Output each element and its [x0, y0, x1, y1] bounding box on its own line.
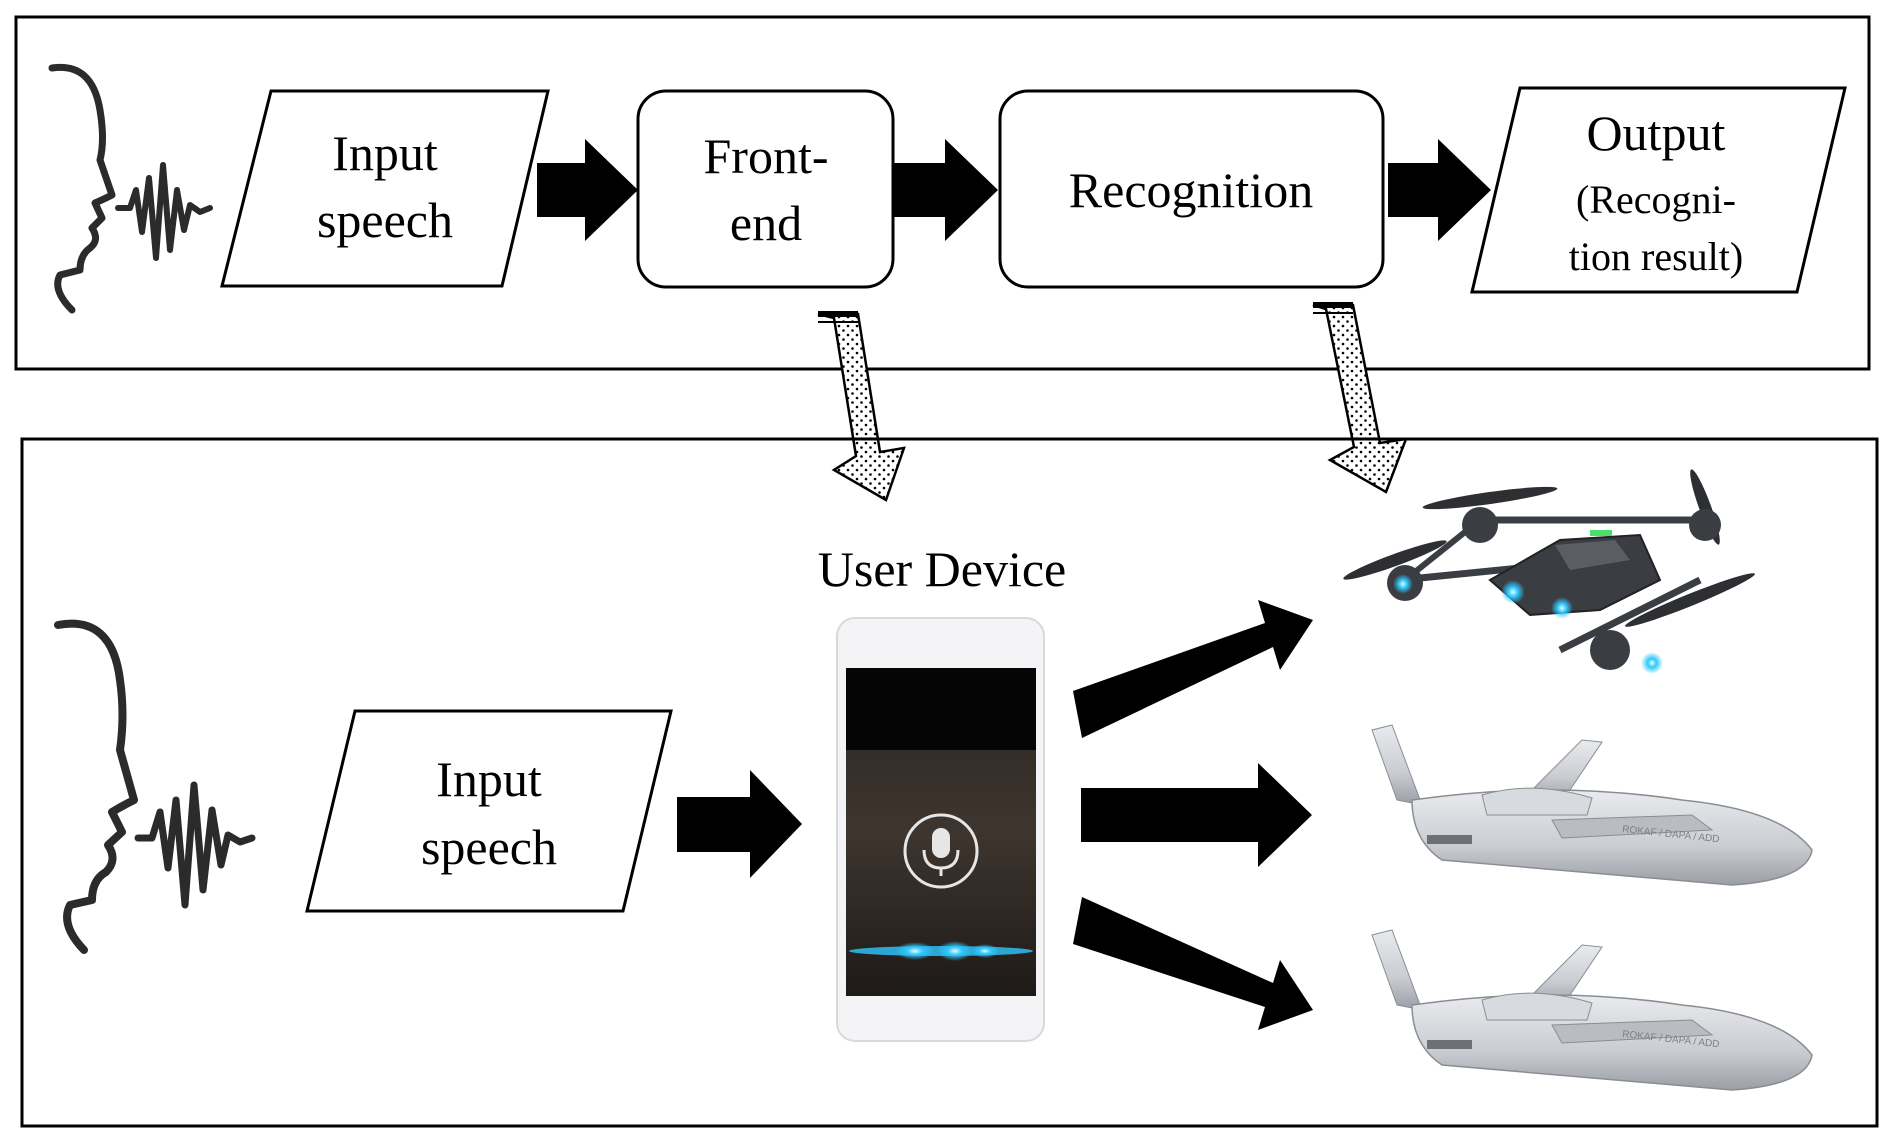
recognition-label: Recognition [1069, 162, 1313, 218]
output-sublabel-line2: tion result) [1569, 234, 1743, 279]
smartphone-icon [836, 617, 1045, 1042]
flow-arrow [537, 139, 638, 241]
fixed-wing-uav-icon: ROKAF / DAPA / ADD [1371, 724, 1813, 886]
input-speech-label-line1: Input [436, 751, 542, 807]
input-speech-label-line2: speech [317, 192, 453, 248]
user-device-title: User Device [818, 541, 1067, 597]
top-panel-frame [14, 15, 1871, 371]
frontend-label-line1: Front- [704, 128, 829, 184]
output-label: Output [1587, 105, 1726, 161]
recognition-box [998, 89, 1385, 289]
flow-arrow [1073, 600, 1313, 738]
flow-arrow [1073, 897, 1313, 1030]
output-shape [1470, 86, 1847, 294]
fixed-wing-uav-icon: ROKAF / DAPA / ADD [1371, 929, 1813, 1091]
bottom-panel-frame [20, 437, 1879, 1128]
speaking-head-icon [48, 63, 116, 314]
speaking-head-icon [54, 619, 138, 954]
flow-arrow [1388, 139, 1491, 241]
flow-arrow [893, 139, 998, 241]
input-speech-shape [305, 709, 673, 913]
mapping-arrow-recognition [1312, 302, 1408, 494]
quadcopter-drone-icon [1343, 469, 1755, 674]
input-speech-label-line1: Input [332, 125, 438, 181]
microphone-icon [903, 813, 979, 889]
output-sublabel-line1: (Recogni- [1576, 177, 1736, 222]
input-speech-shape [220, 89, 550, 288]
input-speech-label-line2: speech [421, 819, 557, 875]
mapping-arrow-frontend [817, 311, 906, 502]
frontend-label-line2: end [730, 195, 802, 251]
sound-wave-icon [115, 162, 213, 261]
flow-arrow [677, 770, 802, 878]
flow-arrow [1081, 763, 1312, 867]
voice-waveform-icon [849, 941, 1033, 961]
sound-wave-icon [134, 781, 256, 909]
frontend-box [636, 89, 895, 289]
